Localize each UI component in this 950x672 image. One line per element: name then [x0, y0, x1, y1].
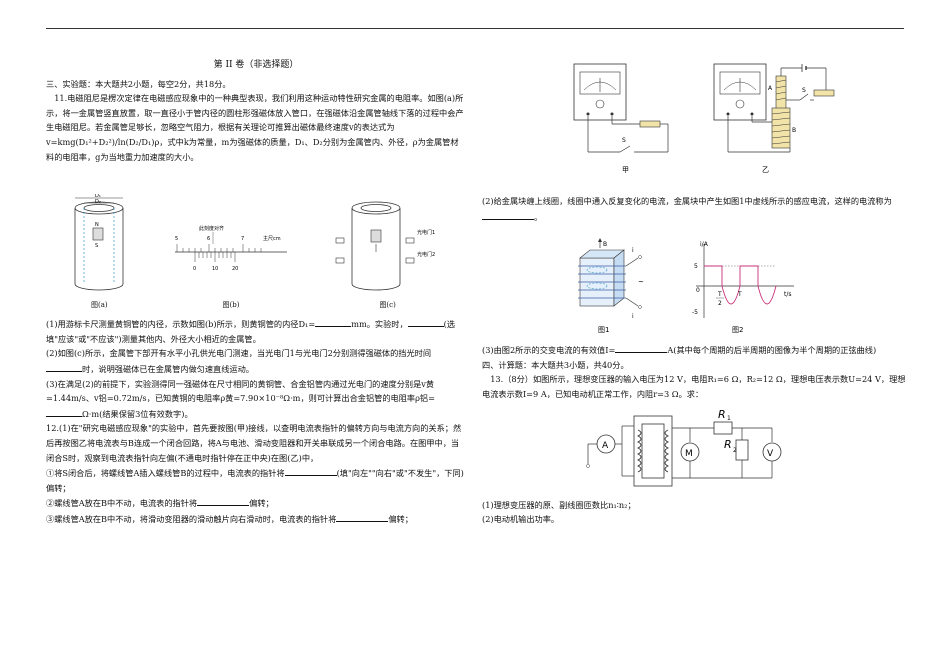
q11-part3: (3)在满足(2)的前提下，实验测得同一强磁体在尺寸相同的黄铜管、合金铝管内通过… — [46, 378, 435, 419]
svg-text:甲: 甲 — [622, 166, 629, 174]
q13-prompt: 13.（8分）如图所示，理想变压器的输入电压为12 V，电阻R₁=6 Ω，R₂=… — [482, 374, 906, 399]
svg-text:B: B — [792, 127, 796, 134]
section-4-heading: 四、计算题：本大题共3小题，共40分。 — [482, 359, 629, 370]
q11-intro: 11.电磁阻尼是楞次定律在电磁感应现象中的一种典型表现，我们利用这种运动特性研究… — [46, 93, 464, 162]
q12-part-a: ①将S闭合后，将螺线管A插入螺线管B的过程中，电流表的指针将(填"向左""向右"… — [46, 465, 466, 495]
svg-text:2: 2 — [718, 300, 722, 307]
metal-tube-diagram: D₁ D₂ N S — [74, 194, 124, 290]
svg-text:A: A — [768, 85, 773, 92]
q12-part-c: ③螺线管A放在B中不动，将滑动变阻器的滑动触片向右滑动时，电流表的指针将偏转； — [46, 511, 466, 527]
svg-text:i/A: i/A — [700, 241, 709, 248]
svg-text:光电门1: 光电门1 — [417, 229, 435, 236]
svg-text:t/s: t/s — [784, 291, 792, 298]
section-3-heading: 三、实验题：本大题共2小题，每空2分，共18分。 — [46, 78, 231, 89]
svg-text:T: T — [717, 291, 722, 298]
figure-c-caption: 图(c) — [379, 300, 396, 309]
q12-intro: 12.(1)在"研究电磁感应现象"的实验中，首先要按图(甲)接线，以查明电流表指… — [46, 423, 462, 463]
figure-c: 光电门1 光电门2 图(c) — [328, 194, 448, 313]
svg-text:5: 5 — [694, 263, 698, 270]
svg-text:i: i — [632, 313, 634, 320]
left-column: 第 II 卷（非选择题） 三、实验题：本大题共2小题，每空2分，共18分。 11… — [46, 58, 466, 526]
svg-text:i: i — [632, 247, 634, 254]
svg-text:7: 7 — [241, 236, 244, 242]
svg-text:R: R — [718, 408, 726, 421]
eddy-current-figures: B i i ~ 图1 i/A t/s 5 0 -5 T 2 T 图2 — [578, 238, 794, 334]
svg-text:M: M — [685, 449, 693, 459]
svg-text:V: V — [767, 449, 774, 459]
svg-text:此刻度对齐: 此刻度对齐 — [199, 225, 224, 232]
svg-text:图2: 图2 — [732, 326, 743, 334]
photogate-tube-diagram: 光电门1 光电门2 — [335, 201, 435, 290]
svg-text:5: 5 — [175, 236, 178, 242]
svg-text:0: 0 — [193, 266, 196, 272]
svg-text:~: ~ — [638, 278, 644, 286]
top-rule — [46, 28, 904, 29]
svg-text:乙: 乙 — [762, 166, 769, 174]
svg-text:主尺cm: 主尺cm — [263, 235, 281, 242]
q11-figures: D₁ D₂ N S 图(a) 此刻度对齐 主尺cm 5 6 7 0 — [46, 194, 466, 312]
figure-a: D₁ D₂ N S 图(a) — [64, 194, 134, 313]
svg-text:A: A — [602, 441, 609, 451]
svg-text:D₁: D₁ — [95, 194, 101, 199]
svg-text:-5: -5 — [692, 309, 698, 316]
q13-part2: (2)电动机输出功率。 — [482, 514, 560, 525]
svg-text:S: S — [95, 243, 98, 249]
q13-part1: (1)理想变压器的原、副线圈匝数比n₁∶n₂； — [482, 499, 636, 510]
q12-part2-blank: 。 — [482, 209, 912, 225]
svg-text:S: S — [622, 137, 626, 144]
svg-text:2: 2 — [733, 447, 737, 454]
svg-text:1: 1 — [727, 415, 731, 422]
q11-part2: (2)如图(c)所示，金属管下部开有水平小孔供光电门测速，当光电门1与光电门2分… — [46, 348, 432, 374]
figure-b: 此刻度对齐 主尺cm 5 6 7 0 10 20 图(b) — [171, 218, 291, 313]
q11-part1: (1)用游标卡尺测量黄铜管的内径，示数如图(b)所示，则黄铜管的内径D₁=mm。… — [46, 316, 466, 346]
svg-text:D₂: D₂ — [95, 199, 101, 205]
svg-text:R: R — [724, 438, 732, 451]
induction-circuit-diagrams: S 甲 A B S 乙 — [573, 63, 835, 174]
svg-text:6: 6 — [207, 236, 210, 242]
figure-b-caption: 图(b) — [222, 300, 240, 309]
q12-part2: (2)给金属块缠上线圈，线圈中通入反复变化的电流，金属块中产生如图1中虚线所示的… — [482, 196, 892, 206]
q12-part3: (3)由图2所示的交变电流的有效值I=A(其中每个周期的后半周期的图像为半个周期… — [482, 342, 912, 358]
svg-text:20: 20 — [232, 266, 238, 272]
svg-text:光电门2: 光电门2 — [417, 251, 435, 258]
svg-text:0: 0 — [696, 287, 700, 294]
q12-part-b: ②螺线管A放在B中不动，电流表的指针将偏转； — [46, 495, 466, 511]
figure-a-caption: 图(a) — [91, 300, 108, 309]
right-column: S 甲 A B S 乙 (2)给金属块缠上线圈，线圈中通入反复变化的电流，金属块… — [482, 60, 912, 527]
svg-text:T: T — [737, 291, 742, 298]
svg-text:图1: 图1 — [598, 326, 609, 334]
section-title: 第 II 卷（非选择题） — [213, 60, 299, 70]
svg-text:S: S — [802, 87, 806, 94]
vernier-caliper-diagram: 此刻度对齐 主尺cm 5 6 7 0 10 20 — [174, 225, 287, 272]
svg-text:10: 10 — [212, 266, 218, 272]
svg-text:N: N — [95, 222, 99, 228]
svg-text:B: B — [603, 241, 607, 248]
